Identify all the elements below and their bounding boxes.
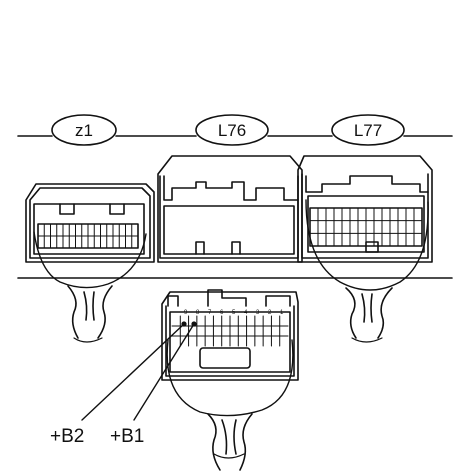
- pin-number: 1: [280, 310, 284, 316]
- callout-label-b2: +B2: [50, 426, 84, 447]
- z1-connector: [25, 183, 155, 289]
- pin-number: 2: [268, 310, 272, 316]
- callout-label-b1: +B1: [110, 426, 144, 447]
- pin-number: 4: [244, 310, 248, 316]
- pin-number: 3: [256, 310, 260, 316]
- pin-number: 5: [232, 310, 236, 316]
- l76-label-oval: [195, 114, 269, 146]
- l76-connector: [157, 155, 303, 263]
- lower-connector: [161, 289, 299, 417]
- l77-harness: [345, 287, 393, 343]
- connector-label-l77: L77: [354, 121, 382, 140]
- pin-number-row: 9 8 7 6 5 4 3 2 1: [184, 310, 284, 316]
- pin-number: 6: [220, 310, 224, 316]
- lower-harness: [207, 413, 253, 471]
- b1-leader-line: [133, 323, 195, 421]
- pin-number: 7: [208, 310, 212, 316]
- l77-connector: [297, 155, 433, 291]
- b2-leader-line: [81, 323, 185, 421]
- connector-label-l76: L76: [218, 121, 246, 140]
- l77-label-oval: [331, 114, 405, 146]
- pin-number: 9: [184, 310, 188, 316]
- z1-label-oval: [51, 114, 117, 146]
- connector-label-z1: z1: [75, 121, 93, 140]
- pin-number: 8: [196, 310, 200, 316]
- z1-harness: [67, 285, 113, 343]
